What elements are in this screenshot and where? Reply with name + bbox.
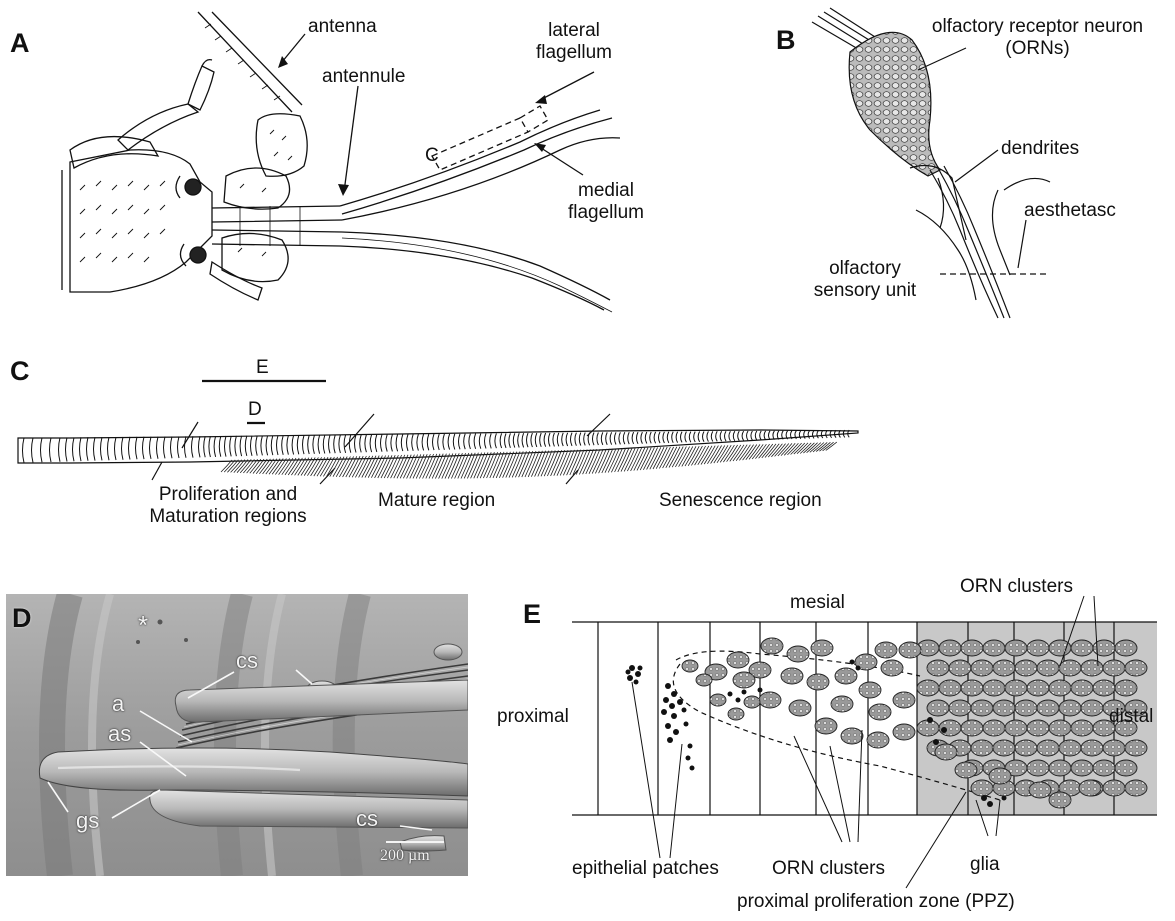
label-epithelial-patches: epithelial patches bbox=[572, 858, 719, 880]
label-proximal: proximal bbox=[497, 706, 569, 728]
label-orn-clusters-bottom: ORN clusters bbox=[772, 858, 885, 880]
label-ppz: proximal proliferation zone (PPZ) bbox=[737, 891, 1015, 913]
label-mesial: mesial bbox=[790, 592, 845, 614]
label-glia: glia bbox=[970, 854, 1000, 876]
orn-cluster-ellipses bbox=[682, 638, 1147, 808]
label-distal: distal bbox=[1109, 706, 1153, 728]
label-orn-clusters-top: ORN clusters bbox=[960, 576, 1073, 598]
